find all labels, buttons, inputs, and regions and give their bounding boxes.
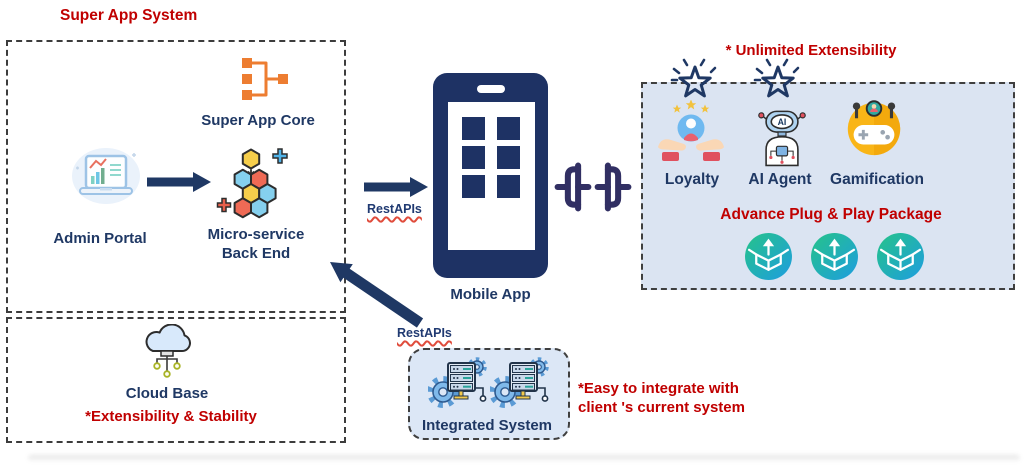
phone-speaker-notch bbox=[477, 85, 505, 93]
ai-badge: AI bbox=[778, 117, 787, 127]
integration-note: *Easy to integrate with client 's curren… bbox=[578, 379, 778, 417]
arrow-right-icon bbox=[147, 172, 211, 192]
unlimited-extensibility-heading: * Unlimited Extensibility bbox=[725, 42, 897, 59]
integrated-system-label: Integrated System bbox=[421, 417, 553, 434]
cloud-base-label: Cloud Base bbox=[125, 385, 209, 402]
super-app-system-box bbox=[6, 40, 346, 313]
server-gear-icon bbox=[428, 357, 487, 408]
rest-apis-bottom-label: RestAPIs bbox=[397, 326, 452, 340]
rest-apis-top-label: RestAPIs bbox=[367, 202, 422, 216]
star-burst-icon bbox=[670, 58, 717, 98]
arrow-right-icon bbox=[364, 177, 428, 197]
open-package-icon bbox=[745, 233, 792, 280]
open-package-icon bbox=[877, 233, 924, 280]
star-burst-icon bbox=[753, 58, 800, 98]
cloud-network-icon bbox=[145, 324, 191, 378]
feature-label-loyalty: Loyalty bbox=[664, 171, 720, 188]
smartphone-icon bbox=[433, 73, 548, 278]
open-package-icon bbox=[811, 233, 858, 280]
super-app-core-label: Super App Core bbox=[201, 112, 315, 129]
cloud-base-box bbox=[6, 317, 346, 443]
hexagon-cluster-icon bbox=[216, 148, 288, 219]
integration-note-line1: *Easy to integrate with bbox=[578, 380, 739, 397]
ai-robot-icon: AI bbox=[758, 110, 806, 167]
cloud-base-note: *Extensibility & Stability bbox=[85, 408, 257, 425]
feature-label-ai-agent: AI Agent bbox=[748, 171, 812, 188]
loyalty-hands-icon bbox=[658, 100, 724, 161]
plug-connector-icon bbox=[554, 162, 632, 212]
admin-portal-label: Admin Portal bbox=[53, 230, 147, 247]
laptop-analytics-icon bbox=[72, 148, 140, 204]
microservice-label: Micro-service Back End bbox=[186, 225, 326, 263]
microservice-label-line2: Back End bbox=[221, 245, 291, 262]
mobile-app-label: Mobile App bbox=[450, 286, 531, 303]
phone-screen bbox=[448, 102, 535, 250]
slide-shadow bbox=[28, 455, 1020, 462]
arrow-diagonal-icon bbox=[330, 262, 424, 328]
integration-note-line2: client 's current system bbox=[578, 399, 745, 416]
gamepad-icon bbox=[847, 100, 901, 156]
feature-label-gamification: Gamification bbox=[830, 171, 924, 188]
plug-play-package-heading: Advance Plug & Play Package bbox=[720, 206, 942, 223]
server-gear-icon bbox=[490, 357, 549, 408]
page-title: Super App System bbox=[60, 7, 198, 24]
microservice-label-line1: Micro-service bbox=[207, 226, 305, 243]
org-chart-icon bbox=[242, 58, 288, 100]
